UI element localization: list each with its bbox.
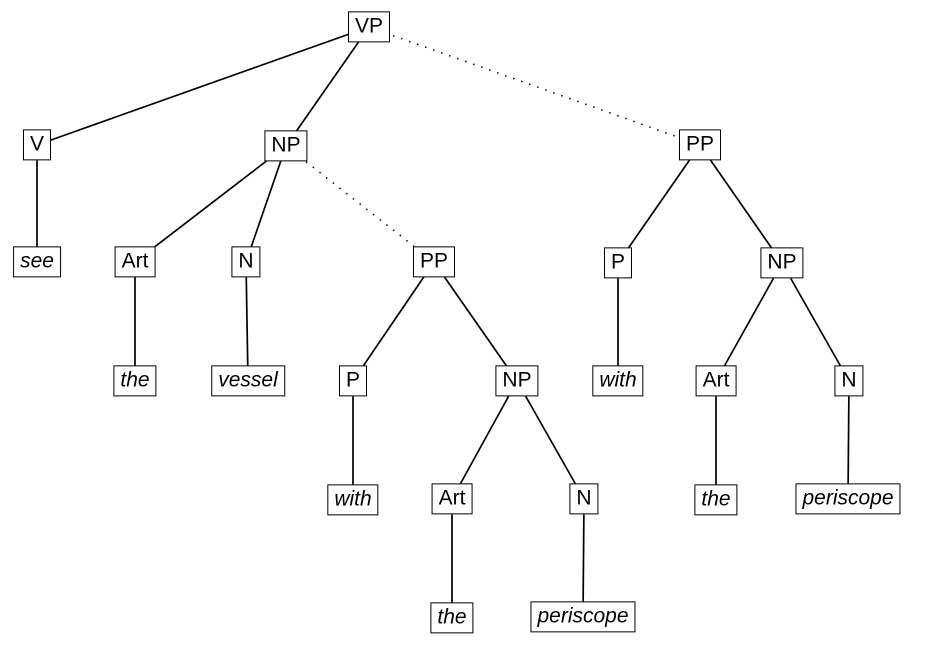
tree-node-p2: P <box>603 247 633 279</box>
tree-node-periscope2: periscope <box>530 601 636 633</box>
tree-node-art2: Art <box>431 483 473 515</box>
tree-node-pp1: PP <box>412 246 456 278</box>
tree-node-vp: VP <box>347 11 391 43</box>
tree-edge-pp2-p2 <box>617 144 701 264</box>
tree-edge-np2-n2 <box>516 380 585 500</box>
tree-node-p1: P <box>338 365 368 397</box>
tree-edge-pp1-p1 <box>352 261 435 382</box>
tree-edge-n1-vessel <box>245 261 249 382</box>
tree-edge-pp1-np2 <box>433 261 518 382</box>
tree-node-with1: with <box>327 484 379 516</box>
tree-node-np3: NP <box>760 247 804 279</box>
tree-edge-vp-pp2 <box>368 26 701 146</box>
tree-edge-pp2-np3 <box>699 144 783 264</box>
tree-edge-np1-n1 <box>245 145 287 263</box>
tree-node-pp2: PP <box>678 129 722 161</box>
tree-node-np1: NP <box>264 130 308 162</box>
tree-node-art1: Art <box>114 246 156 278</box>
tree-edge-np3-n3 <box>781 262 850 382</box>
tree-node-see: see <box>13 246 61 278</box>
tree-node-vessel: vessel <box>211 365 285 397</box>
tree-edge-n3-periscope3 <box>847 380 850 500</box>
tree-edge-vp-v <box>36 26 370 146</box>
tree-node-the1: the <box>113 365 157 397</box>
tree-edge-np3-art3 <box>715 262 783 382</box>
tree-node-n1: N <box>231 246 261 278</box>
tree-node-v: V <box>22 129 52 161</box>
tree-edge-np2-art2 <box>451 380 518 500</box>
tree-edge-np1-art1 <box>134 145 287 263</box>
tree-node-n2: N <box>569 483 599 515</box>
tree-node-the3: the <box>694 484 738 516</box>
tree-node-the2: the <box>430 602 474 634</box>
tree-node-art3: Art <box>695 365 737 397</box>
tree-node-n3: N <box>834 365 864 397</box>
tree-node-with2: with <box>592 365 644 397</box>
tree-edge-np1-pp1 <box>285 145 435 263</box>
tree-node-periscope3: periscope <box>795 483 901 515</box>
tree-node-np2: NP <box>495 365 539 397</box>
tree-edge-vp-np1 <box>285 26 370 147</box>
tree-edge-n2-periscope2 <box>582 498 585 618</box>
